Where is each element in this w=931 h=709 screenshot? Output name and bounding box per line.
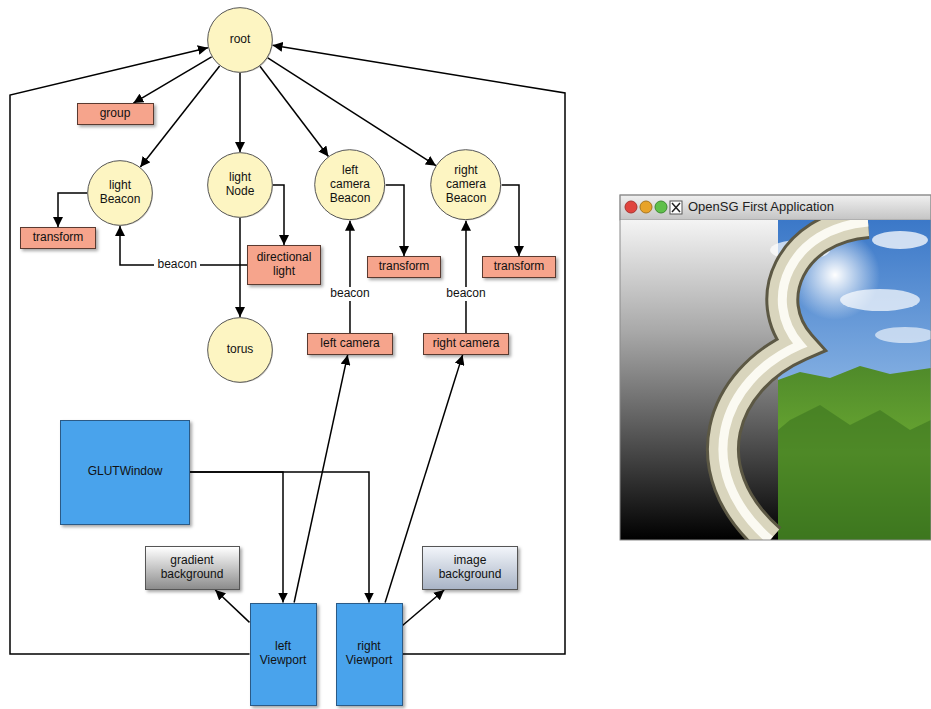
background-box: image background bbox=[422, 546, 518, 590]
scene-node: right camera Beacon bbox=[430, 149, 501, 220]
node-label: left camera bbox=[320, 337, 379, 351]
core-box: group bbox=[77, 103, 154, 125]
connector bbox=[215, 590, 249, 622]
node-label: transform bbox=[33, 231, 84, 245]
connector bbox=[294, 355, 348, 603]
node-label: transform bbox=[379, 260, 430, 274]
core-box: transform bbox=[367, 256, 441, 278]
node-label: right camera Beacon bbox=[442, 164, 490, 205]
node-label: gradient background bbox=[153, 554, 231, 582]
connector bbox=[133, 57, 211, 103]
connector bbox=[502, 185, 519, 256]
connector bbox=[403, 590, 445, 625]
window-title: OpenSG First Application bbox=[688, 200, 834, 215]
window-box: GLUTWindow bbox=[60, 420, 190, 525]
edge-label: beacon bbox=[327, 287, 372, 301]
node-label: GLUTWindow bbox=[88, 465, 163, 479]
edge-label: beacon bbox=[154, 258, 199, 272]
core-box: transform bbox=[482, 256, 556, 278]
viewport-box: right Viewport bbox=[336, 603, 403, 706]
scene-node: root bbox=[207, 7, 273, 73]
node-label: light Beacon bbox=[96, 179, 144, 207]
connector bbox=[58, 193, 87, 227]
node-label: left Viewport bbox=[256, 640, 311, 668]
scene-node: light Node bbox=[207, 152, 273, 218]
connector bbox=[273, 185, 284, 245]
node-label: torus bbox=[227, 343, 254, 357]
connector bbox=[239, 73, 241, 152]
core-box: transform bbox=[20, 227, 96, 249]
connector bbox=[465, 221, 467, 333]
node-label: right camera bbox=[433, 337, 500, 351]
connector bbox=[349, 221, 351, 333]
core-box: directional light bbox=[247, 245, 321, 285]
camera-box: left camera bbox=[307, 333, 393, 355]
node-label: right Viewport bbox=[342, 640, 397, 668]
background-box: gradient background bbox=[145, 546, 240, 590]
edge-label: beacon bbox=[443, 287, 488, 301]
connector bbox=[239, 218, 241, 317]
connector bbox=[386, 185, 404, 256]
scene-node: torus bbox=[207, 317, 273, 383]
connector bbox=[273, 45, 565, 654]
node-label: image background bbox=[431, 554, 509, 582]
scene-node: light Beacon bbox=[87, 160, 153, 226]
node-label: group bbox=[100, 107, 131, 121]
viewport-box: left Viewport bbox=[250, 603, 317, 706]
node-label: directional light bbox=[253, 251, 315, 279]
node-label: transform bbox=[494, 260, 545, 274]
scene-node: left camera Beacon bbox=[314, 149, 385, 220]
node-label: root bbox=[230, 33, 251, 47]
node-label: left camera Beacon bbox=[326, 164, 374, 205]
node-label: light Node bbox=[216, 171, 264, 199]
camera-box: right camera bbox=[423, 333, 509, 355]
connector bbox=[260, 66, 328, 156]
connector bbox=[268, 58, 436, 166]
